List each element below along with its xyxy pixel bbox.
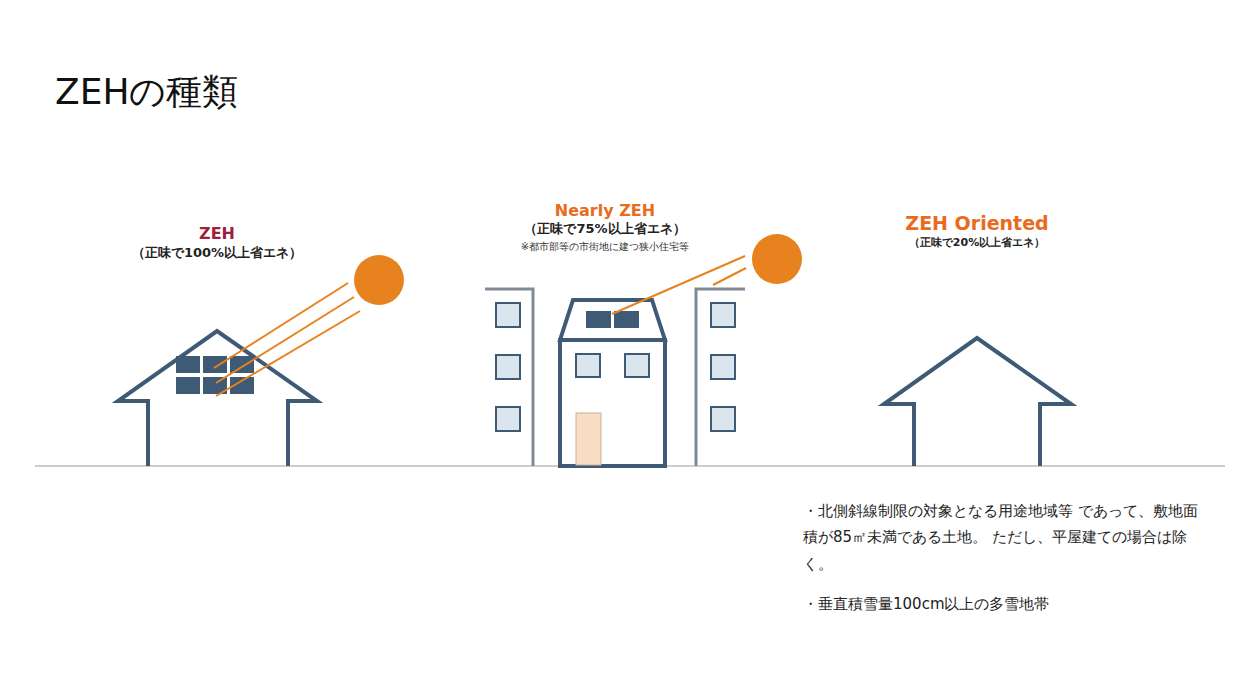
subheading: （正味で20%以上省エネ） <box>909 236 1045 249</box>
zeh-house <box>118 331 317 466</box>
heading: Nearly ZEH <box>555 201 655 220</box>
neighbour-windows <box>496 303 735 431</box>
narrow-house-parts <box>576 311 649 465</box>
sun <box>354 255 404 305</box>
solar-panels <box>176 356 254 394</box>
subheading: （正味で100%以上省エネ） <box>132 245 302 261</box>
oriented-house <box>884 338 1071 466</box>
condition-note: ・北側斜線制限の対象となる用途地域等 であって、敷地面積が85㎡未満である土地。… <box>803 498 1198 577</box>
sun-rays <box>214 283 360 396</box>
sun-rays <box>612 256 746 314</box>
neighbour-buildings <box>485 289 745 466</box>
heading: ZEH Oriented <box>905 212 1048 235</box>
note: ※都市部等の市街地に建つ狭小住宅等 <box>521 241 689 253</box>
subheading: （正味で75%以上省エネ） <box>524 221 685 237</box>
sun <box>752 234 802 284</box>
heading: ZEH <box>199 224 235 243</box>
condition-note: ・垂直積雪量100cm以上の多雪地帯 <box>803 595 1050 613</box>
narrow-house <box>560 300 665 466</box>
page-title: ZEHの種類 <box>55 70 238 113</box>
